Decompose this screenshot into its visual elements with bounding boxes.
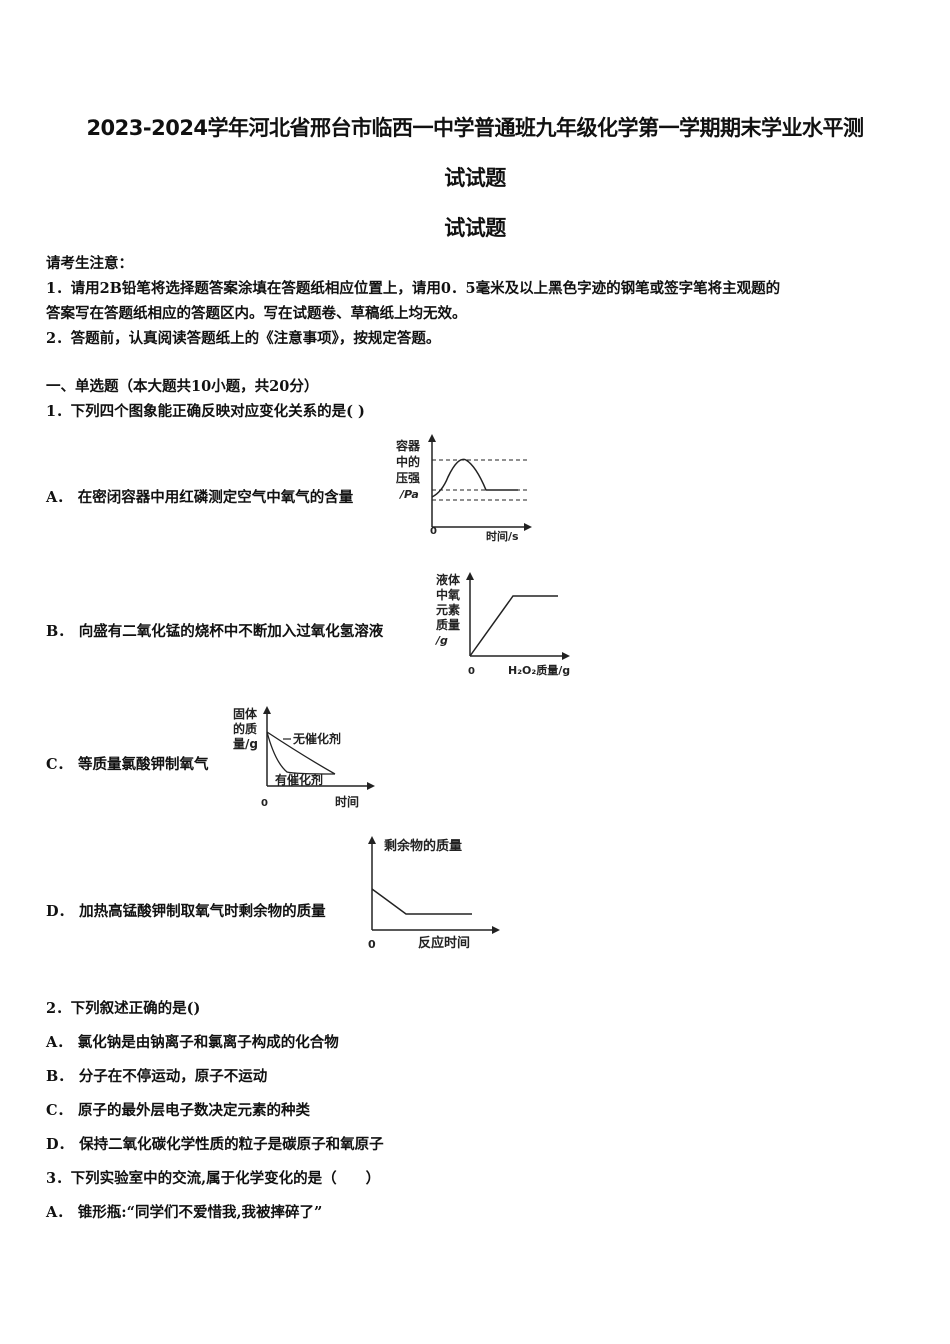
document-subtitle: 试试题: [444, 166, 506, 190]
y-label-4: 质量: [436, 617, 460, 632]
question-1-option-c: C． 等质量氯酸钾制氧气: [46, 753, 209, 774]
option-text: 氯化钠是由钠离子和氯离子构成的化合物: [77, 1034, 339, 1051]
question-2-option-c: C． 原子的最外层电子数决定元素的种类: [46, 1099, 310, 1120]
option-label: B．: [46, 623, 73, 640]
y-label-1: 固体: [233, 706, 258, 721]
option-text: 分子在不停运动，原子不运动: [78, 1068, 268, 1085]
question-3-option-a: A． 锥形瓶:“同学们不爱惜我,我被摔碎了”: [46, 1201, 322, 1222]
question-2-stem: 2．下列叙述正确的是(): [46, 1000, 201, 1017]
question-1-option-d: D． 加热高锰酸钾制取氧气时剩余物的质量: [46, 900, 326, 921]
origin-label: 0: [368, 938, 376, 951]
y-label-3: 量/g: [233, 737, 258, 751]
option-label: D．: [46, 903, 74, 920]
notice-item-2: 2．答题前，认真阅读答题纸上的《注意事项》，按规定答题。: [46, 330, 441, 347]
question-3-stem: 3．下列实验室中的交流,属于化学变化的是（ ）: [46, 1170, 381, 1187]
option-label: C．: [46, 756, 73, 773]
y-label-5: /g: [434, 634, 448, 647]
y-label-3: 压强: [396, 471, 420, 485]
figure-b-oxygen-mass-chart: 液体 中氧 元素 质量 /g 0 H₂O₂质量/g: [434, 572, 570, 677]
curve-label-with-catalyst: 有催化剂: [275, 772, 323, 787]
option-label: A．: [46, 489, 72, 506]
x-label: 时间: [335, 794, 359, 809]
origin-label: 0: [430, 526, 437, 537]
option-text: 保持二氧化碳化学性质的粒子是碳原子和氧原子: [79, 1136, 384, 1153]
question-1-option-a: A． 在密闭容器中用红磷测定空气中氧气的含量: [46, 486, 353, 507]
document-subtitle-repeat: 试试题: [444, 216, 506, 240]
option-text: 向盛有二氧化锰的烧杯中不断加入过氧化氢溶液: [78, 623, 384, 640]
curve-label-no-catalyst: 无催化剂: [292, 731, 341, 746]
x-label: 时间/s: [486, 529, 519, 543]
question-2-option-a: A． 氯化钠是由钠离子和氯离子构成的化合物: [46, 1031, 339, 1052]
option-label: C．: [46, 1102, 73, 1119]
origin-label: 0: [468, 666, 475, 677]
option-text: 加热高锰酸钾制取氧气时剩余物的质量: [79, 903, 326, 920]
option-text: 等质量氯酸钾制氧气: [78, 756, 209, 773]
y-label-1: 容器: [395, 438, 421, 453]
question-1-stem: 1．下列四个图象能正确反映对应变化关系的是( ): [46, 403, 365, 420]
figure-c-catalyst-chart: 固体 的质 量/g 无催化剂 有催化剂 0 时间: [233, 706, 375, 809]
question-2-option-b: B． 分子在不停运动，原子不运动: [46, 1065, 267, 1086]
origin-label: 0: [261, 798, 268, 809]
notice-item-1-line-2: 答案写在答题纸相应的答题区内。写在试题卷、草稿纸上均无效。: [46, 305, 467, 322]
figure-d-remaining-mass-chart: 剩余物的质量 0 反应时间: [368, 836, 500, 951]
y-label-2: 中氧: [436, 587, 460, 602]
question-2-option-d: D． 保持二氧化碳化学性质的粒子是碳原子和氧原子: [46, 1133, 384, 1154]
option-label: B．: [46, 1068, 73, 1085]
y-label-3: 元素: [436, 602, 460, 617]
y-label-4: /Pa: [398, 488, 419, 501]
x-label: 反应时间: [418, 935, 470, 951]
option-text: 原子的最外层电子数决定元素的种类: [78, 1102, 311, 1119]
notice-heading: 请考生注意：: [46, 255, 133, 272]
option-label: A．: [46, 1034, 72, 1051]
option-label: A．: [46, 1204, 72, 1221]
option-text: 锥形瓶:“同学们不爱惜我,我被摔碎了”: [77, 1204, 323, 1221]
y-label-2: 中的: [396, 454, 420, 469]
y-label-2: 的质: [233, 721, 257, 736]
option-text: 在密闭容器中用红磷测定空气中氧气的含量: [77, 489, 354, 506]
notice-item-1-line-1: 1．请用2B铅笔将选择题答案涂填在答题纸相应位置上，请用0．5毫米及以上黑色字迹…: [46, 280, 781, 297]
question-1-option-b: B． 向盛有二氧化锰的烧杯中不断加入过氧化氢溶液: [46, 620, 383, 641]
y-label: 剩余物的质量: [384, 838, 462, 854]
document-title: 2023-2024学年河北省邢台市临西一中学普通班九年级化学第一学期期末学业水平…: [86, 116, 864, 140]
y-label-1: 液体: [436, 572, 461, 587]
option-label: D．: [46, 1136, 74, 1153]
section-heading: 一、单选题（本大题共10小题，共20分）: [46, 378, 319, 395]
figure-a-pressure-chart: 容器 中的 压强 /Pa 0 时间/s: [395, 434, 532, 543]
x-label: H₂O₂质量/g: [508, 663, 570, 677]
